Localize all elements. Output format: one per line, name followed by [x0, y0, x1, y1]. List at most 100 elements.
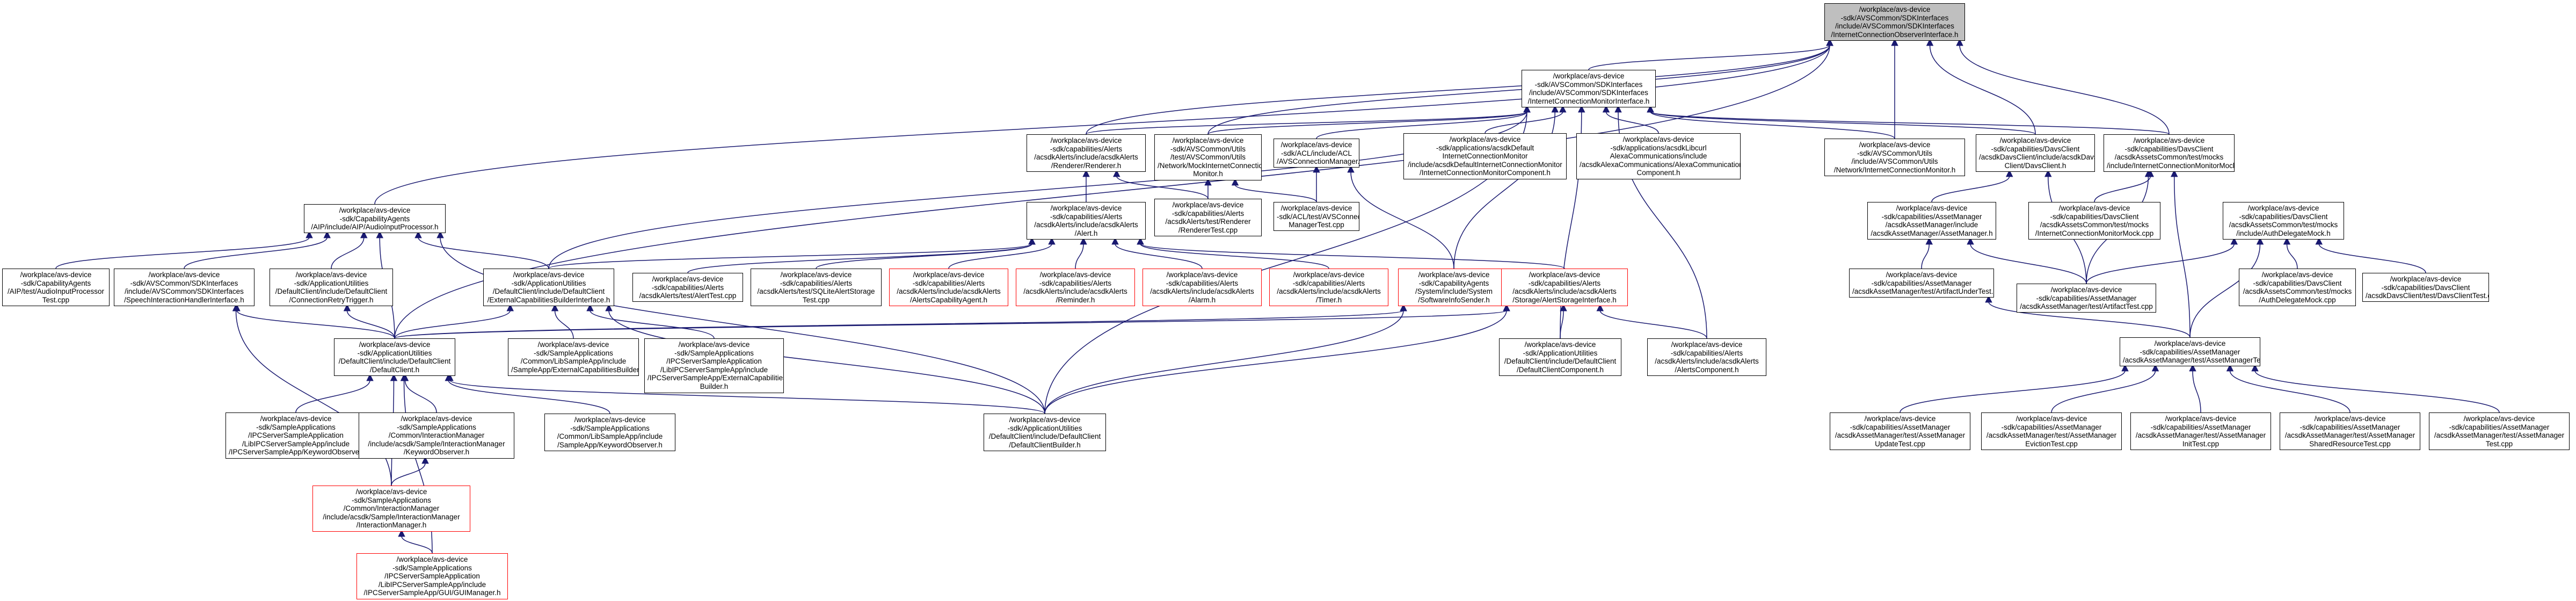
node-mock-internet-connection-monitor[interactable]: /workplace/avs-device-sdk/AVSCommon/Util… [1154, 134, 1262, 180]
node-sample-external-capabilities-builder-h[interactable]: /workplace/avs-device-sdk/SampleApplicat… [508, 338, 639, 376]
node-text-line: /include/AuthDelegateMock.h [2236, 229, 2331, 237]
node-text-line: -sdk/capabilities/Alerts [1039, 279, 1112, 287]
edge-icmmock-to-icmmockcpp [2094, 169, 2154, 202]
node-asset-manager-test-h[interactable]: /workplace/avs-device-sdk/capabilities/A… [2120, 337, 2260, 366]
node-text-line: /SampleApp/KeywordObserver.h [557, 440, 663, 449]
edge-root-to-davsclient [1926, 38, 2036, 135]
node-text-line: -sdk/ApplicationUtilities [294, 279, 369, 287]
node-sqlite-alert-storage-test-cpp[interactable]: /workplace/avs-device-sdk/capabilities/A… [751, 269, 882, 306]
edge-root-to-icmmock [1956, 38, 2170, 135]
node-alert-storage-interface-h[interactable]: /workplace/avs-device-sdk/capabilities/A… [1501, 269, 1628, 306]
node-text-line: -sdk/capabilities/AssetManager [2150, 423, 2251, 431]
node-davs-client-h[interactable]: /workplace/avs-device-sdk/capabilities/D… [1976, 134, 2095, 172]
node-internet-connection-monitor-component[interactable]: /workplace/avs-device-sdk/applications/a… [1403, 133, 1567, 179]
node-text-line: /include/AVSCommon/Utils [1851, 157, 1938, 165]
edge-davsclient-to-assetmgrh [1931, 169, 2013, 202]
edge-capagents-to-speechinteract [184, 230, 331, 269]
node-text-line: Builder.h [700, 382, 729, 390]
node-default-client-component-h[interactable]: /workplace/avs-device-sdk/ApplicationUti… [1499, 338, 1621, 376]
node-internet-connection-monitor-mock-h[interactable]: /workplace/avs-device-sdk/capabilities/D… [2104, 134, 2235, 172]
edge-assetmgrh-to-artifacttest [1967, 237, 2087, 284]
node-update-test-cpp[interactable]: /workplace/avs-device-sdk/capabilities/A… [1830, 412, 1970, 450]
node-text-line: -sdk/AVSCommon/SDKInterfaces [1840, 13, 1949, 22]
node-ipc-external-capabilities-builder-h[interactable]: /workplace/avs-device-sdk/SampleApplicat… [644, 338, 784, 393]
edge-defaultclient-to-interactionobs [401, 373, 437, 413]
node-text-line: /Reminder.h [1056, 295, 1095, 304]
node-alexa-communications-component[interactable]: /workplace/avs-device-sdk/applications/a… [1576, 133, 1741, 179]
node-avs-connection-manager-h[interactable]: /workplace/avs-device-sdk/ACL/include/AC… [1274, 139, 1359, 168]
node-interaction-manager-keyword-observer-h[interactable]: /workplace/avs-device-sdk/SampleApplicat… [359, 412, 514, 459]
node-text-line: /workplace/avs-device [2154, 339, 2226, 347]
node-internet-connection-monitor-mock-cpp[interactable]: /workplace/avs-device-sdk/capabilities/D… [2028, 202, 2160, 240]
node-text-line: /Common/InteractionManager [343, 504, 440, 512]
node-alarm-h[interactable]: /workplace/avs-device-sdk/capabilities/A… [1143, 269, 1262, 306]
node-text-line: /IPCServerSampleApp/ExternalCapabilities [647, 374, 784, 382]
node-text-line: /AlertsComponent.h [1675, 365, 1739, 374]
node-text-line: -sdk/ApplicationUtilities [1523, 349, 1598, 357]
node-text-line: /acsdkAlerts/include/acsdkAlerts [1034, 221, 1138, 229]
node-shared-resource-test-cpp[interactable]: /workplace/avs-device-sdk/capabilities/A… [2280, 412, 2420, 450]
node-init-test-cpp[interactable]: /workplace/avs-device-sdk/capabilities/A… [2130, 412, 2271, 450]
node-alerts-component-h[interactable]: /workplace/avs-device-sdk/capabilities/A… [1647, 338, 1766, 376]
node-eviction-test-cpp[interactable]: /workplace/avs-device-sdk/capabilities/A… [1981, 412, 2122, 450]
node-internet-connection-observer-interface[interactable]: /workplace/avs-device-sdk/AVSCommon/SDKI… [1824, 3, 1965, 41]
node-text-line: /workplace/avs-device [2015, 415, 2087, 423]
node-text-line: ManagerTest.cpp [1289, 221, 1344, 229]
node-default-client-h[interactable]: /workplace/avs-device-sdk/ApplicationUti… [334, 338, 455, 376]
node-internet-connection-monitor-interface[interactable]: /workplace/avs-device-sdk/AVSCommon/SDKI… [1522, 70, 1656, 107]
node-text-line: InitTest.cpp [2182, 439, 2220, 448]
edge-assetmgrtest-to-assetmgrcpp [2251, 364, 2500, 413]
node-text-line: /acsdkAlerts/include/acsdkAlerts [1034, 153, 1138, 161]
node-text-line: -sdk/capabilities/Alerts [780, 279, 853, 287]
edge-root-to-mockicm [1207, 38, 1833, 135]
node-text-line: -sdk/SampleApplications [534, 349, 613, 357]
node-asset-manager-test-cpp[interactable]: /workplace/avs-device-sdk/capabilities/A… [2429, 412, 2570, 450]
node-reminder-h[interactable]: /workplace/avs-device-sdk/capabilities/A… [1016, 269, 1135, 306]
node-auth-delegate-mock-cpp[interactable]: /workplace/avs-device-sdk/capabilities/D… [2239, 269, 2356, 306]
node-alert-test-cpp[interactable]: /workplace/avs-device-sdk/capabilities/A… [632, 273, 743, 302]
node-software-info-sender-h[interactable]: /workplace/avs-device-sdk/CapabilityAgen… [1398, 269, 1510, 306]
node-artifact-under-test-h[interactable]: /workplace/avs-device-sdk/capabilities/A… [1849, 269, 1994, 298]
node-audio-input-processor-h[interactable]: /workplace/avs-device-sdk/CapabilityAgen… [304, 204, 446, 233]
node-text-line: -sdk/capabilities/AssetManager [2300, 423, 2400, 431]
node-renderer-h[interactable]: /workplace/avs-device-sdk/capabilities/A… [1027, 134, 1146, 172]
node-text-line: /acsdkDavsClient/include/acsdkDavs [1979, 153, 2095, 161]
node-ipc-keyword-observer-h[interactable]: /workplace/avs-device-sdk/SampleApplicat… [225, 412, 366, 459]
node-alerts-capability-agent-h[interactable]: /workplace/avs-device-sdk/capabilities/A… [889, 269, 1008, 306]
node-text-line: /include/acsdkDefaultInternetConnectionM… [1408, 160, 1562, 169]
node-default-client-builder-h[interactable]: /workplace/avs-device-sdk/ApplicationUti… [984, 414, 1106, 451]
node-external-capabilities-builder-interface[interactable]: /workplace/avs-device-sdk/ApplicationUti… [483, 269, 614, 306]
node-speech-interaction-handler-interface[interactable]: /workplace/avs-device-sdk/AVSCommon/SDKI… [114, 269, 254, 306]
edge-authdelegate-to-authdelegatemock [2283, 237, 2298, 269]
node-text-line: -sdk/AVSCommon/Utils [1170, 144, 1246, 153]
node-text-line: /workplace/avs-device [1009, 416, 1081, 424]
node-artifact-test-cpp[interactable]: /workplace/avs-device-sdk/capabilities/A… [2017, 284, 2156, 313]
node-timer-h[interactable]: /workplace/avs-device-sdk/capabilities/A… [1269, 269, 1388, 306]
node-text-line: /acsdkDavsClient/test/DavsClientTest.cpp [2366, 292, 2489, 300]
node-alert-h[interactable]: /workplace/avs-device-sdk/capabilities/A… [1027, 202, 1146, 240]
node-text-line: /workplace/avs-device [295, 271, 367, 279]
node-renderer-test-cpp[interactable]: /workplace/avs-device-sdk/capabilities/A… [1154, 199, 1262, 236]
edge-assetmgrtest-to-sharedresource [2226, 364, 2351, 413]
edge-icmi-to-icmonitor [1485, 105, 1567, 134]
node-text-line: /IPCServerSampleApplication [248, 431, 344, 439]
node-network-internet-connection-monitor[interactable]: /workplace/avs-device-sdk/AVSCommon/Util… [1824, 139, 1965, 176]
node-audio-input-processor-test-cpp[interactable]: /workplace/avs-device-sdk/CapabilityAgen… [2, 269, 110, 306]
node-davs-client-test-cpp[interactable]: /workplace/avs-device-sdk/capabilities/D… [2362, 273, 2489, 302]
edge-authdelegate-to-assetmgrtest [2189, 237, 2264, 338]
edge-icmi-to-icmmock [1647, 105, 2170, 135]
node-text-line: /LibIPCServerSampleApp/include [378, 580, 486, 589]
node-text-line: /SpeechInteractionHandlerInterface.h [124, 295, 244, 304]
node-sample-app-keyword-observer-h[interactable]: /workplace/avs-device-sdk/SampleApplicat… [544, 414, 675, 451]
node-text-line: -sdk/ApplicationUtilities [511, 279, 586, 287]
node-text-line: /workplace/avs-device [2261, 271, 2333, 279]
node-interaction-manager-h[interactable]: /workplace/avs-device-sdk/SampleApplicat… [312, 486, 470, 532]
node-text-line: /AIP/test/AudioInputProcessor [7, 287, 105, 295]
node-auth-delegate-mock-h[interactable]: /workplace/avs-device-sdk/capabilities/D… [2223, 202, 2344, 240]
node-avs-connection-manager-test-cpp[interactable]: /workplace/avs-device-sdk/ACL/test/AVSCo… [1274, 202, 1359, 231]
node-text-line: /LibIPCServerSampleApp/include [660, 365, 768, 374]
node-gui-manager-h[interactable]: /workplace/avs-device-sdk/SampleApplicat… [356, 553, 508, 599]
node-connection-retry-trigger-h[interactable]: /workplace/avs-device-sdk/ApplicationUti… [270, 269, 393, 306]
node-text-line: -sdk/capabilities/DavsClient [2239, 212, 2328, 221]
node-asset-manager-h[interactable]: /workplace/avs-device-sdk/capabilities/A… [1867, 202, 1996, 240]
